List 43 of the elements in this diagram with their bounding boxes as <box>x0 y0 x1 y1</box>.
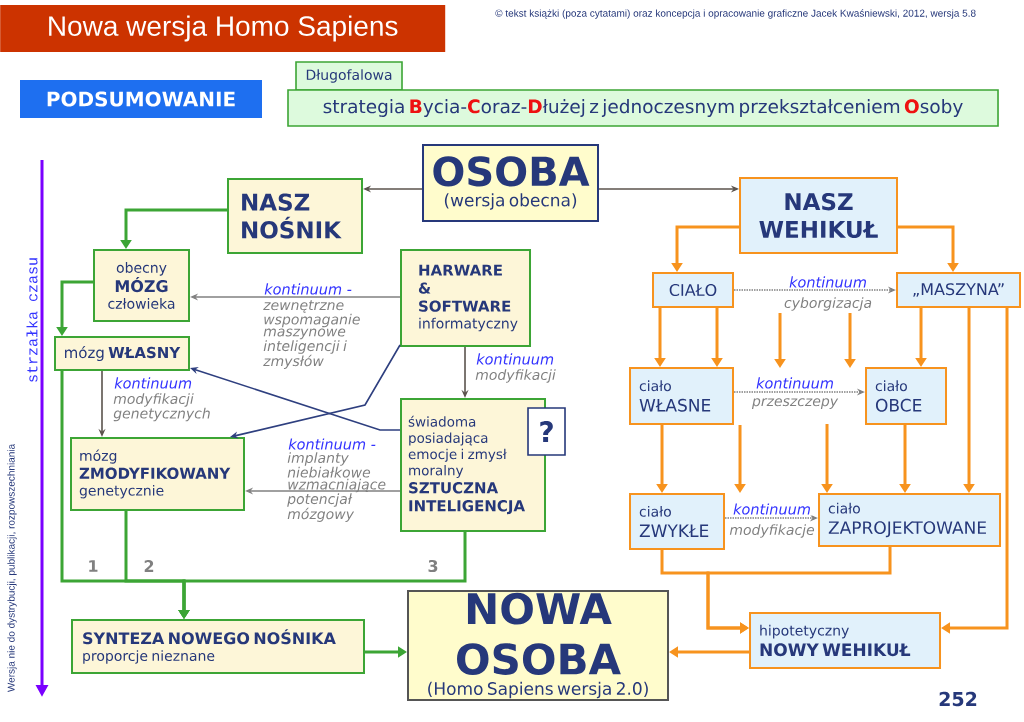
process-box: OSOBA (wersja obecna) <box>422 144 599 222</box>
note-text: cyborgizacja <box>784 297 872 311</box>
process-box: mózg ZMODYFIKOWANY genetycznie <box>70 437 245 511</box>
process-box: ciało ZWYKŁE <box>629 493 725 550</box>
arrow <box>190 367 401 431</box>
process-box: NASZ WEHIKUŁ <box>739 177 898 254</box>
process-box: NOWA OSOBA (Homo Sapiens wersja 2.0) <box>407 590 669 701</box>
edge-label: kontinuum <box>788 275 868 289</box>
process-box: CIAŁO <box>652 272 734 308</box>
process-box: HARWARE & SOFTWARE informatyczny <box>400 249 531 347</box>
copyright-note: © tekst książki (poza cytatami) oraz koncepcja i opracowanie graficzne Jacek Kwaśniewski, 2012, wersja 5.8 <box>495 9 976 19</box>
edge-label: kontinuum - <box>263 282 353 296</box>
note-text: zewnętrzne wspomaganie maszynowe inteligencji i zmysłów <box>263 300 360 369</box>
page-number: 252 <box>939 691 977 707</box>
note-text: modyfikacji <box>475 369 556 383</box>
edge-label: kontinuum - <box>287 437 377 451</box>
process-box: hipotetyczny NOWY WEHIKUŁ <box>749 612 941 669</box>
path-number: 3 <box>428 559 438 573</box>
process-box: ciało OBCE <box>865 367 947 425</box>
edge-label: kontinuum <box>475 352 556 366</box>
question-box: ? <box>527 407 566 456</box>
process-box: NASZ NOŚNIK <box>227 178 363 254</box>
process-box: „MASZYNA” <box>896 272 1021 308</box>
process-box: ciało ZAPROJEKTOWANE <box>818 493 1001 547</box>
path-number: 2 <box>144 560 154 572</box>
process-box: SYNTEZA NOWEGO NOŚNIKA proporcje nieznane <box>71 619 365 674</box>
arrow <box>230 344 401 439</box>
heading-box: PODSUMOWANIE <box>20 80 262 118</box>
title-banner: Nowa wersja Homo Sapiens <box>0 5 446 52</box>
note-text: implanty niebiałkowe wzmacniające potencjał mózgowy <box>287 452 386 522</box>
process-box: mózg WŁASNY <box>54 336 190 371</box>
note-text: przeszczepy <box>751 398 839 409</box>
side-note: Wersja nie do dystrybucji, publikacji, rozpowszechniania <box>7 443 17 693</box>
axis-label: strzałka czasu <box>26 258 38 382</box>
note-text: modyfikacje <box>729 524 815 538</box>
note-text: modyfikacji genetycznych <box>113 393 210 422</box>
tag-box: Długofalowa <box>295 61 403 91</box>
edge-label: kontinuum <box>732 502 812 516</box>
process-box: obecny MÓZG człowieka <box>93 249 190 322</box>
edge-label: kontinuum <box>113 376 194 390</box>
edge-label: kontinuum <box>755 376 835 390</box>
path-number: 1 <box>89 560 98 572</box>
process-box: ciało WŁASNE <box>629 367 734 425</box>
